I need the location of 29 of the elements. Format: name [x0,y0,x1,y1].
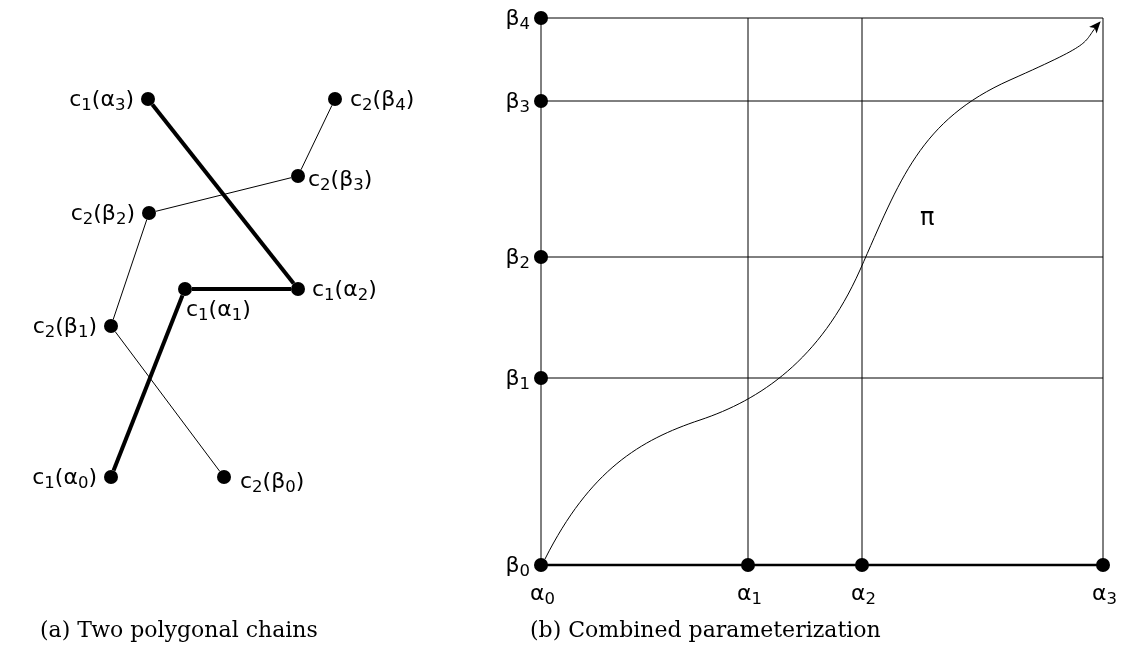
chain-segment [111,294,185,472]
edge-label: π [920,205,935,229]
chain-segment [300,104,333,171]
panel-caption: (a) Two polygonal chains [40,616,318,644]
panel-caption: (b) Combined parameterization [530,616,881,644]
point-label: c$_{2}$(β$_{1}$) [32,312,97,341]
chain-segment [112,219,148,320]
point-label: c$_{2}$(β$_{4}$) [350,85,415,114]
point-label: c$_{1}$(α$_{3}$) [69,85,134,114]
point-label: α$_{0}$ [530,579,555,608]
point-label: c$_{2}$(β$_{3}$) [308,165,373,194]
point-label: c$_{1}$(α$_{0}$) [32,463,97,492]
point-label: c$_{1}$(α$_{2}$) [312,275,377,304]
point-label: β$_{3}$ [505,87,530,116]
point-label: β$_{2}$ [505,243,530,272]
curve-arrow [544,21,1101,560]
chain-segment [155,177,292,212]
chain-segment [114,331,221,472]
point-label: β$_{1}$ [505,364,530,393]
point-label: α$_{2}$ [851,579,876,608]
point-label: c$_{2}$(β$_{0}$) [240,467,305,496]
point-label: α$_{1}$ [737,579,762,608]
chain-segment [150,103,296,285]
point-label: β$_{4}$ [505,4,530,33]
point-label: c$_{1}$(α$_{1}$) [186,295,251,324]
point-label: β$_{0}$ [505,551,530,580]
chain-segment [192,287,291,291]
point-label: c$_{2}$(β$_{2}$) [70,199,135,228]
point-label: α$_{3}$ [1092,579,1117,608]
